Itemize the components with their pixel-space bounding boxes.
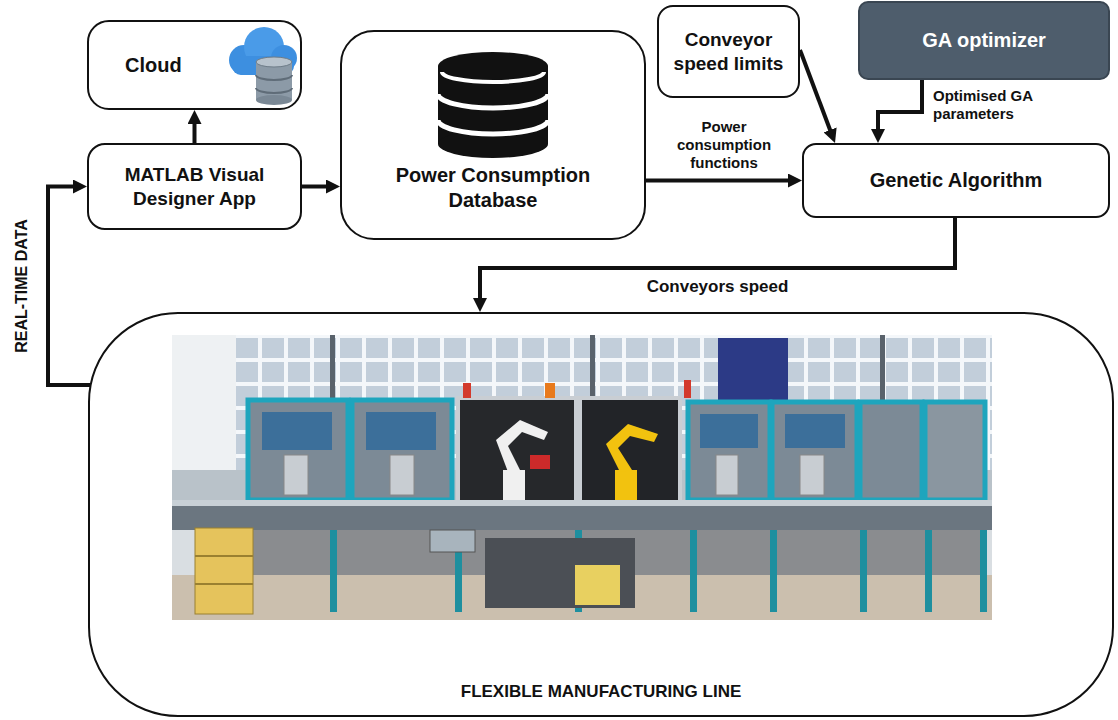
manufacturing-line-photo — [530, 455, 550, 469]
manufacturing-line-region: FLEXIBLE MANUFACTURING LINE — [88, 312, 1114, 717]
database-icon — [438, 120, 548, 134]
manufacturing-line-photo — [195, 583, 253, 585]
flow-arrow — [193, 118, 197, 143]
manufacturing-line-photo — [248, 400, 348, 500]
manufacturing-line-photo — [352, 400, 452, 500]
constraint-box: Conveyor speed limits — [657, 5, 800, 98]
cloud-icon — [229, 27, 297, 105]
manufacturing-line-photo — [172, 335, 236, 485]
manufacturing-line-photo — [458, 398, 576, 503]
cloud-icon — [256, 62, 292, 100]
manufacturing-line-photo — [172, 500, 992, 506]
edge-label: Optimised GA parameters — [930, 86, 1076, 124]
manufacturing-line-photo — [366, 412, 436, 450]
optimizer-box: GA optimizer — [858, 1, 1110, 80]
manufacturing-line-photo — [545, 383, 555, 398]
manufacturing-line-photo — [195, 555, 253, 557]
flow-arrow — [480, 218, 955, 304]
manufacturing-line-photo — [172, 500, 992, 530]
manufacturing-line-photo — [700, 414, 758, 448]
algorithm-box: Genetic Algorithm — [802, 143, 1110, 218]
node-text: Conveyor speed limits — [665, 28, 792, 74]
flow-arrow — [646, 179, 794, 183]
edge-label: Power consumption functions — [661, 117, 787, 173]
manufacturing-line-photo — [195, 528, 253, 614]
manufacturing-line-photo — [575, 565, 620, 605]
cloud-icon — [256, 75, 292, 80]
manufacturing-line-photo — [690, 530, 697, 612]
manufacturing-line-photo — [785, 414, 845, 448]
flow-arrow — [878, 80, 922, 135]
node-text: FLEXIBLE MANUFACTURING LINE — [461, 682, 742, 703]
manufacturing-line-photo — [172, 335, 992, 620]
manufacturing-line-photo — [860, 402, 922, 500]
edge-label: REAL-TIME DATA — [11, 216, 32, 356]
manufacturing-line-photo — [800, 455, 824, 495]
manufacturing-line-photo — [262, 412, 332, 450]
cloud-icon — [256, 57, 292, 67]
manufacturing-line-photo — [925, 530, 932, 612]
node-text: Genetic Algorithm — [870, 168, 1043, 192]
manufacturing-line-photo — [463, 383, 471, 398]
manufacturing-line-photo — [330, 530, 337, 612]
cloud-icon — [256, 95, 292, 105]
database-box: Power Consumption Database — [340, 30, 646, 240]
node-text: GA optimizer — [922, 28, 1046, 52]
database-icon — [438, 52, 548, 80]
manufacturing-line-photo — [860, 530, 867, 612]
database-icon — [438, 52, 548, 158]
manufacturing-line-photo — [284, 455, 308, 495]
flow-arrow — [48, 187, 90, 386]
manufacturing-line-photo — [615, 470, 637, 500]
manufacturing-line-photo — [980, 530, 987, 612]
edge-label: Conveyors speed — [644, 276, 792, 298]
manufacturing-line-photo — [485, 538, 635, 608]
app-box: MATLAB Visual Designer App — [87, 143, 302, 230]
manufacturing-line-photo — [688, 402, 770, 500]
manufacturing-line-photo — [390, 455, 414, 495]
manufacturing-line-photo — [503, 470, 525, 500]
flow-arrow — [800, 50, 832, 136]
manufacturing-line-photo — [716, 455, 738, 495]
manufacturing-line-photo — [430, 530, 475, 552]
node-text: Cloud — [125, 53, 182, 77]
database-icon — [442, 72, 544, 82]
manufacturing-line-photo — [925, 402, 985, 500]
cloud-icon — [256, 88, 292, 93]
manufacturing-line-photo — [684, 380, 691, 398]
manufacturing-line-photo — [606, 424, 658, 472]
manufacturing-line-photo — [580, 398, 680, 503]
database-icon — [438, 94, 548, 108]
node-text: Power Consumption Database — [376, 163, 610, 212]
manufacturing-line-photo — [770, 530, 777, 612]
flow-arrow — [302, 185, 332, 189]
manufacturing-line-photo — [772, 402, 857, 500]
cloud-box: Cloud — [87, 20, 302, 110]
node-text: MATLAB Visual Designer App — [97, 163, 292, 209]
manufacturing-line-photo — [172, 335, 992, 620]
